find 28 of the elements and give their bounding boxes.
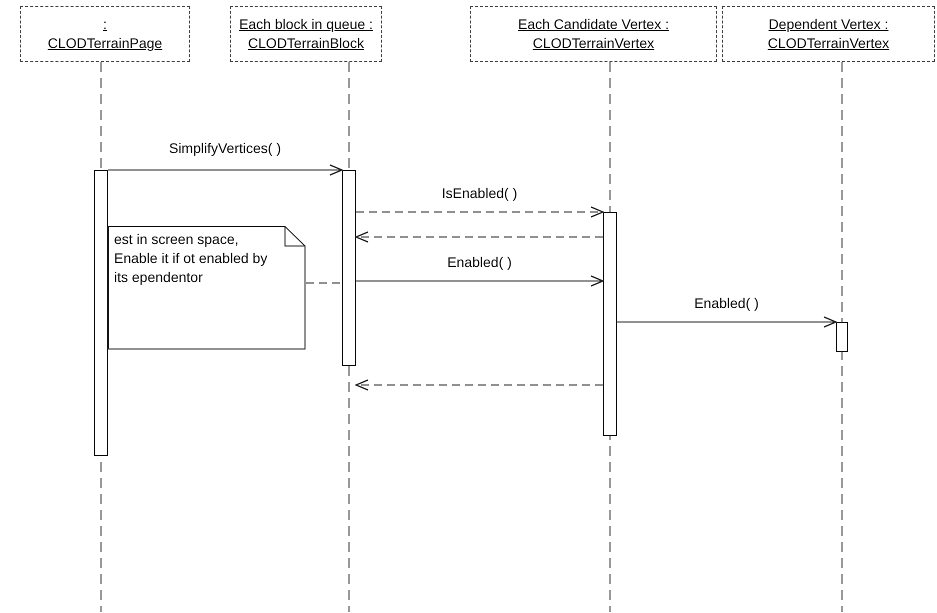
object-name: Dependent Vertex :: [768, 15, 888, 34]
activation-bar: [603, 212, 617, 436]
message-arrow: [617, 316, 837, 328]
object-name: Each Candidate Vertex :: [518, 15, 669, 34]
object-name: CLODTerrainPage: [48, 34, 162, 53]
object-name: CLODTerrainVertex: [768, 34, 890, 53]
note-connector: [306, 282, 342, 284]
object-header: [20, 6, 190, 62]
object-name: CLODTerrainBlock: [248, 34, 364, 53]
activation-bar: [836, 322, 848, 352]
message-arrow: [108, 164, 343, 176]
message-arrow: [355, 379, 603, 391]
object-name: :: [103, 15, 107, 34]
note: [108, 226, 306, 350]
activation-bar: [94, 170, 108, 456]
message-arrow: [356, 275, 604, 287]
message-label: SimplifyVertices( ): [166, 140, 284, 156]
activation-bar: [342, 170, 356, 366]
note-text: est in screen space, Enable it if ot enabled by its ependentor: [114, 230, 268, 287]
object-header: [722, 6, 935, 62]
message-label: Enabled( ): [445, 254, 514, 270]
object-name: CLODTerrainVertex: [532, 34, 654, 53]
object-name: Each block in queue :: [239, 15, 373, 34]
object-header: [470, 6, 717, 62]
message-arrow: [356, 206, 604, 218]
message-arrow: [355, 231, 603, 243]
message-label: Enabled( ): [692, 295, 761, 311]
object-header: [230, 6, 382, 62]
